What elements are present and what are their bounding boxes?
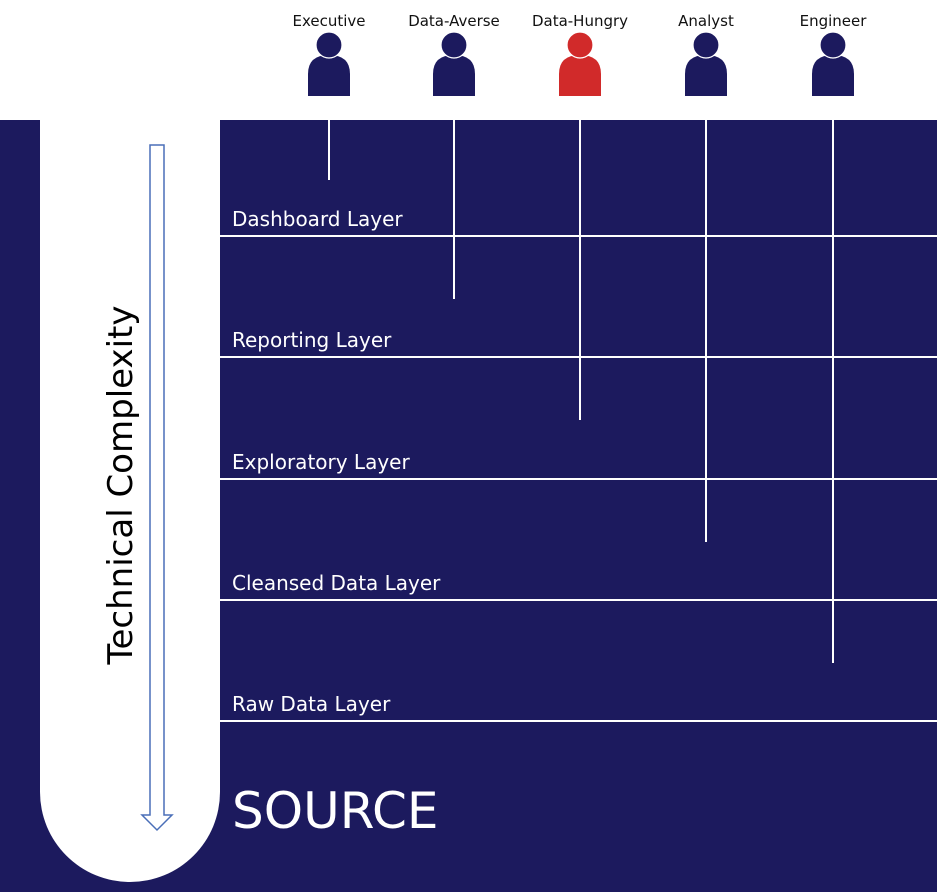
person-icon <box>559 31 601 96</box>
arrow-down-icon <box>140 144 174 832</box>
person-icon <box>685 31 727 96</box>
persona-access-lines <box>328 120 834 663</box>
persona-label: Executive <box>292 12 365 30</box>
persona-label: Data-Hungry <box>532 12 628 30</box>
person-icon <box>433 31 475 96</box>
persona-row: Executive Data-Averse Data-Hungry Analyst En… <box>292 12 867 96</box>
person-icon <box>308 31 350 96</box>
technical-complexity-label: Technical Complexity <box>101 306 141 666</box>
complexity-panel <box>40 120 220 882</box>
persona-label: Analyst <box>678 12 734 30</box>
persona: Data-Averse <box>408 12 500 96</box>
persona-label: Engineer <box>800 12 868 30</box>
persona: Engineer <box>800 12 868 96</box>
persona: Analyst <box>678 12 734 96</box>
layer-label: Exploratory Layer <box>232 450 410 474</box>
persona-label: Data-Averse <box>408 12 500 30</box>
source-label: SOURCE <box>232 782 438 840</box>
layer-label: Reporting Layer <box>232 328 392 352</box>
layer-label: Dashboard Layer <box>232 207 403 231</box>
layer-label: Raw Data Layer <box>232 692 391 716</box>
persona: Data-Hungry <box>532 12 628 96</box>
persona: Executive <box>292 12 366 96</box>
person-icon <box>812 31 854 96</box>
layer-label: Cleansed Data Layer <box>232 571 441 595</box>
